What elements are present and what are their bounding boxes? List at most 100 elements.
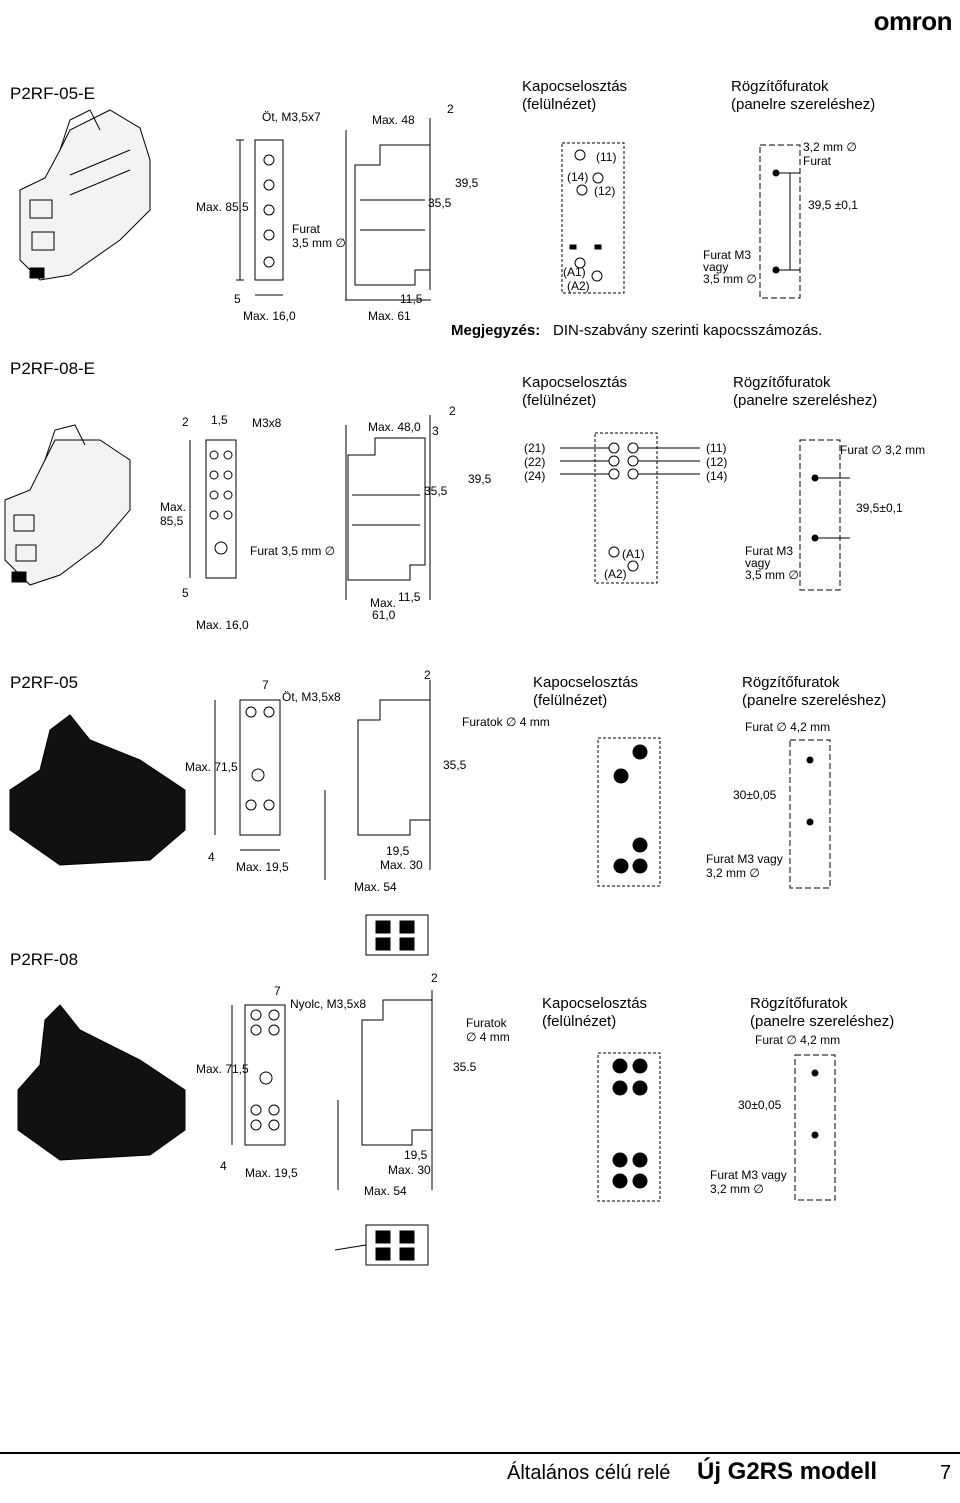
page-number: 7 bbox=[940, 1462, 952, 1484]
terminal-14: (14) bbox=[706, 469, 728, 483]
dim-5: 5 bbox=[182, 586, 189, 600]
mount-holes-p2rf-05 bbox=[789, 739, 831, 889]
mount-holes-p2rf-08 bbox=[794, 1054, 836, 1201]
terminal-12: (12) bbox=[594, 184, 616, 198]
mount-title-line1: Rögzítőfuratok bbox=[733, 374, 831, 391]
mount-title-line1: Rögzítőfuratok bbox=[750, 995, 848, 1012]
socket-photo-p2rf-05-e bbox=[19, 109, 151, 281]
dim-5: 5 bbox=[234, 292, 241, 306]
dim-screw: Öt, M3,5x8 bbox=[282, 690, 341, 704]
dim-max-85-5: Max. 85,5 bbox=[196, 200, 249, 214]
dim-19-5: 19,5 bbox=[404, 1148, 428, 1162]
mount-title-line2: (panelre szereléshez) bbox=[731, 96, 876, 113]
terminal-a2: (A2) bbox=[604, 567, 627, 581]
mount-m3-line1: Furat M3 bbox=[703, 248, 752, 262]
mount-title-line2: (panelre szereléshez) bbox=[733, 392, 878, 409]
side-view-p2rf-05-e bbox=[345, 118, 431, 301]
dim-3: 3 bbox=[432, 424, 439, 438]
dim-2b: 2 bbox=[449, 404, 456, 418]
dim-max-61-line1: Max. bbox=[370, 596, 397, 610]
dim-1-5: 1,5 bbox=[211, 413, 228, 427]
mount-holes-p2rf-05-e bbox=[759, 144, 801, 299]
dim-max-19-5: Max. 19,5 bbox=[236, 860, 289, 874]
dim-19-5: 19,5 bbox=[386, 844, 410, 858]
dim-max-48: Max. 48 bbox=[372, 113, 415, 127]
mount-m3-line3: 3,5 mm ∅ bbox=[703, 272, 757, 286]
terminal-a2: (A2) bbox=[567, 279, 590, 293]
dim-max-48: Max. 48,0 bbox=[368, 420, 421, 434]
dim-max-line2: 85,5 bbox=[160, 514, 184, 528]
dim-11-5: 11,5 bbox=[400, 292, 423, 306]
dim-max-30: Max. 30 bbox=[380, 858, 423, 872]
omron-logo: omron bbox=[873, 6, 953, 36]
top-detail-p2rf-08 bbox=[365, 914, 429, 956]
mount-title-line2: (panelre szereléshez) bbox=[750, 1013, 895, 1030]
footer-rule bbox=[0, 1452, 960, 1454]
mount-hole: Furat ∅ 4,2 mm bbox=[745, 720, 831, 734]
front-view-p2rf-05 bbox=[214, 699, 281, 851]
dim-screw: Öt, M3,5x7 bbox=[262, 110, 321, 124]
layout-title-line2: (felülnézet) bbox=[542, 1013, 617, 1030]
socket-photo-p2rf-05 bbox=[9, 714, 186, 866]
mount-m3-line1: Furat M3 bbox=[745, 544, 794, 558]
front-view-p2rf-08-e bbox=[189, 439, 237, 579]
note-text: DIN-szabvány szerinti kapocsszámozás. bbox=[553, 322, 823, 339]
side-view-p2rf-05 bbox=[324, 680, 431, 880]
dim-39-5: 39,5 bbox=[468, 472, 492, 486]
mount-hole-line2: Furat bbox=[803, 154, 832, 168]
terminal-11: (11) bbox=[596, 150, 617, 164]
dim-max-16: Max. 16,0 bbox=[243, 309, 296, 323]
dim-35-5: 35.5 bbox=[453, 1060, 477, 1074]
mount-title-line1: Rögzítőfuratok bbox=[742, 674, 840, 691]
socket-photo-p2rf-08 bbox=[17, 1004, 186, 1161]
mount-hole: Furat ∅ 3,2 mm bbox=[840, 443, 926, 457]
dim-max-16: Max. 16,0 bbox=[196, 618, 249, 632]
dim-max-line1: Max. bbox=[160, 500, 187, 514]
front-view-p2rf-08 bbox=[231, 1004, 286, 1146]
note-label: Megjegyzés: bbox=[451, 322, 541, 339]
layout-title-line1: Kapocselosztás bbox=[522, 78, 628, 95]
holes-label-line1: Furatok bbox=[466, 1016, 507, 1030]
mount-title-line1: Rögzítőfuratok bbox=[731, 78, 829, 95]
dim-11-5: 11,5 bbox=[398, 590, 421, 604]
dim-2: 2 bbox=[431, 971, 438, 985]
side-view-p2rf-08-e bbox=[345, 415, 431, 600]
mount-distance: 30±0,05 bbox=[733, 788, 777, 802]
mount-title-line2: (panelre szereléshez) bbox=[742, 692, 887, 709]
section-title-p2rf-08-e: P2RF-08-E bbox=[10, 359, 96, 378]
dim-7: 7 bbox=[262, 678, 269, 692]
dim-7: 7 bbox=[274, 984, 281, 998]
section-title-p2rf-08: P2RF-08 bbox=[10, 950, 79, 969]
terminal-a1: (A1) bbox=[563, 265, 586, 279]
bottom-detail-p2rf-08 bbox=[334, 1224, 429, 1266]
dim-max-19-5: Max. 19,5 bbox=[245, 1166, 298, 1180]
dim-max-30: Max. 30 bbox=[388, 1163, 431, 1177]
dim-35-5: 35,5 bbox=[428, 196, 452, 210]
mount-distance: 30±0,05 bbox=[738, 1098, 782, 1112]
layout-title-line2: (felülnézet) bbox=[522, 392, 597, 409]
side-view-p2rf-08 bbox=[337, 990, 433, 1190]
mount-m3-line1: Furat M3 vagy bbox=[706, 852, 783, 866]
hole-label: Furat 3,5 mm ∅ bbox=[250, 544, 336, 558]
front-view-p2rf-05-e bbox=[236, 139, 284, 296]
terminal-a1: (A1) bbox=[622, 547, 645, 561]
socket-photo-p2rf-08-e bbox=[4, 424, 131, 586]
mount-holes-p2rf-08-e bbox=[799, 439, 850, 591]
dim-max-61: Max. 61 bbox=[368, 309, 411, 323]
mount-distance: 39,5 ±0,1 bbox=[808, 198, 858, 212]
dim-35-5: 35,5 bbox=[443, 758, 467, 772]
terminal-24: (24) bbox=[524, 469, 546, 483]
dim-4: 4 bbox=[220, 1159, 227, 1173]
dim-4: 4 bbox=[208, 850, 215, 864]
dim-2: 2 bbox=[447, 102, 454, 116]
mount-m3-line2: vagy bbox=[745, 556, 771, 570]
mount-distance: 39,5±0,1 bbox=[856, 501, 903, 515]
hole-label-line1: Furat bbox=[292, 222, 321, 236]
footer-series: Általános célú relé bbox=[507, 1462, 671, 1484]
mount-m3-line3: 3,5 mm ∅ bbox=[745, 568, 799, 582]
layout-title-line2: (felülnézet) bbox=[522, 96, 597, 113]
mount-m3-line1: Furat M3 vagy bbox=[710, 1168, 787, 1182]
layout-title-line1: Kapocselosztás bbox=[522, 374, 628, 391]
layout-title-line2: (felülnézet) bbox=[533, 692, 608, 709]
